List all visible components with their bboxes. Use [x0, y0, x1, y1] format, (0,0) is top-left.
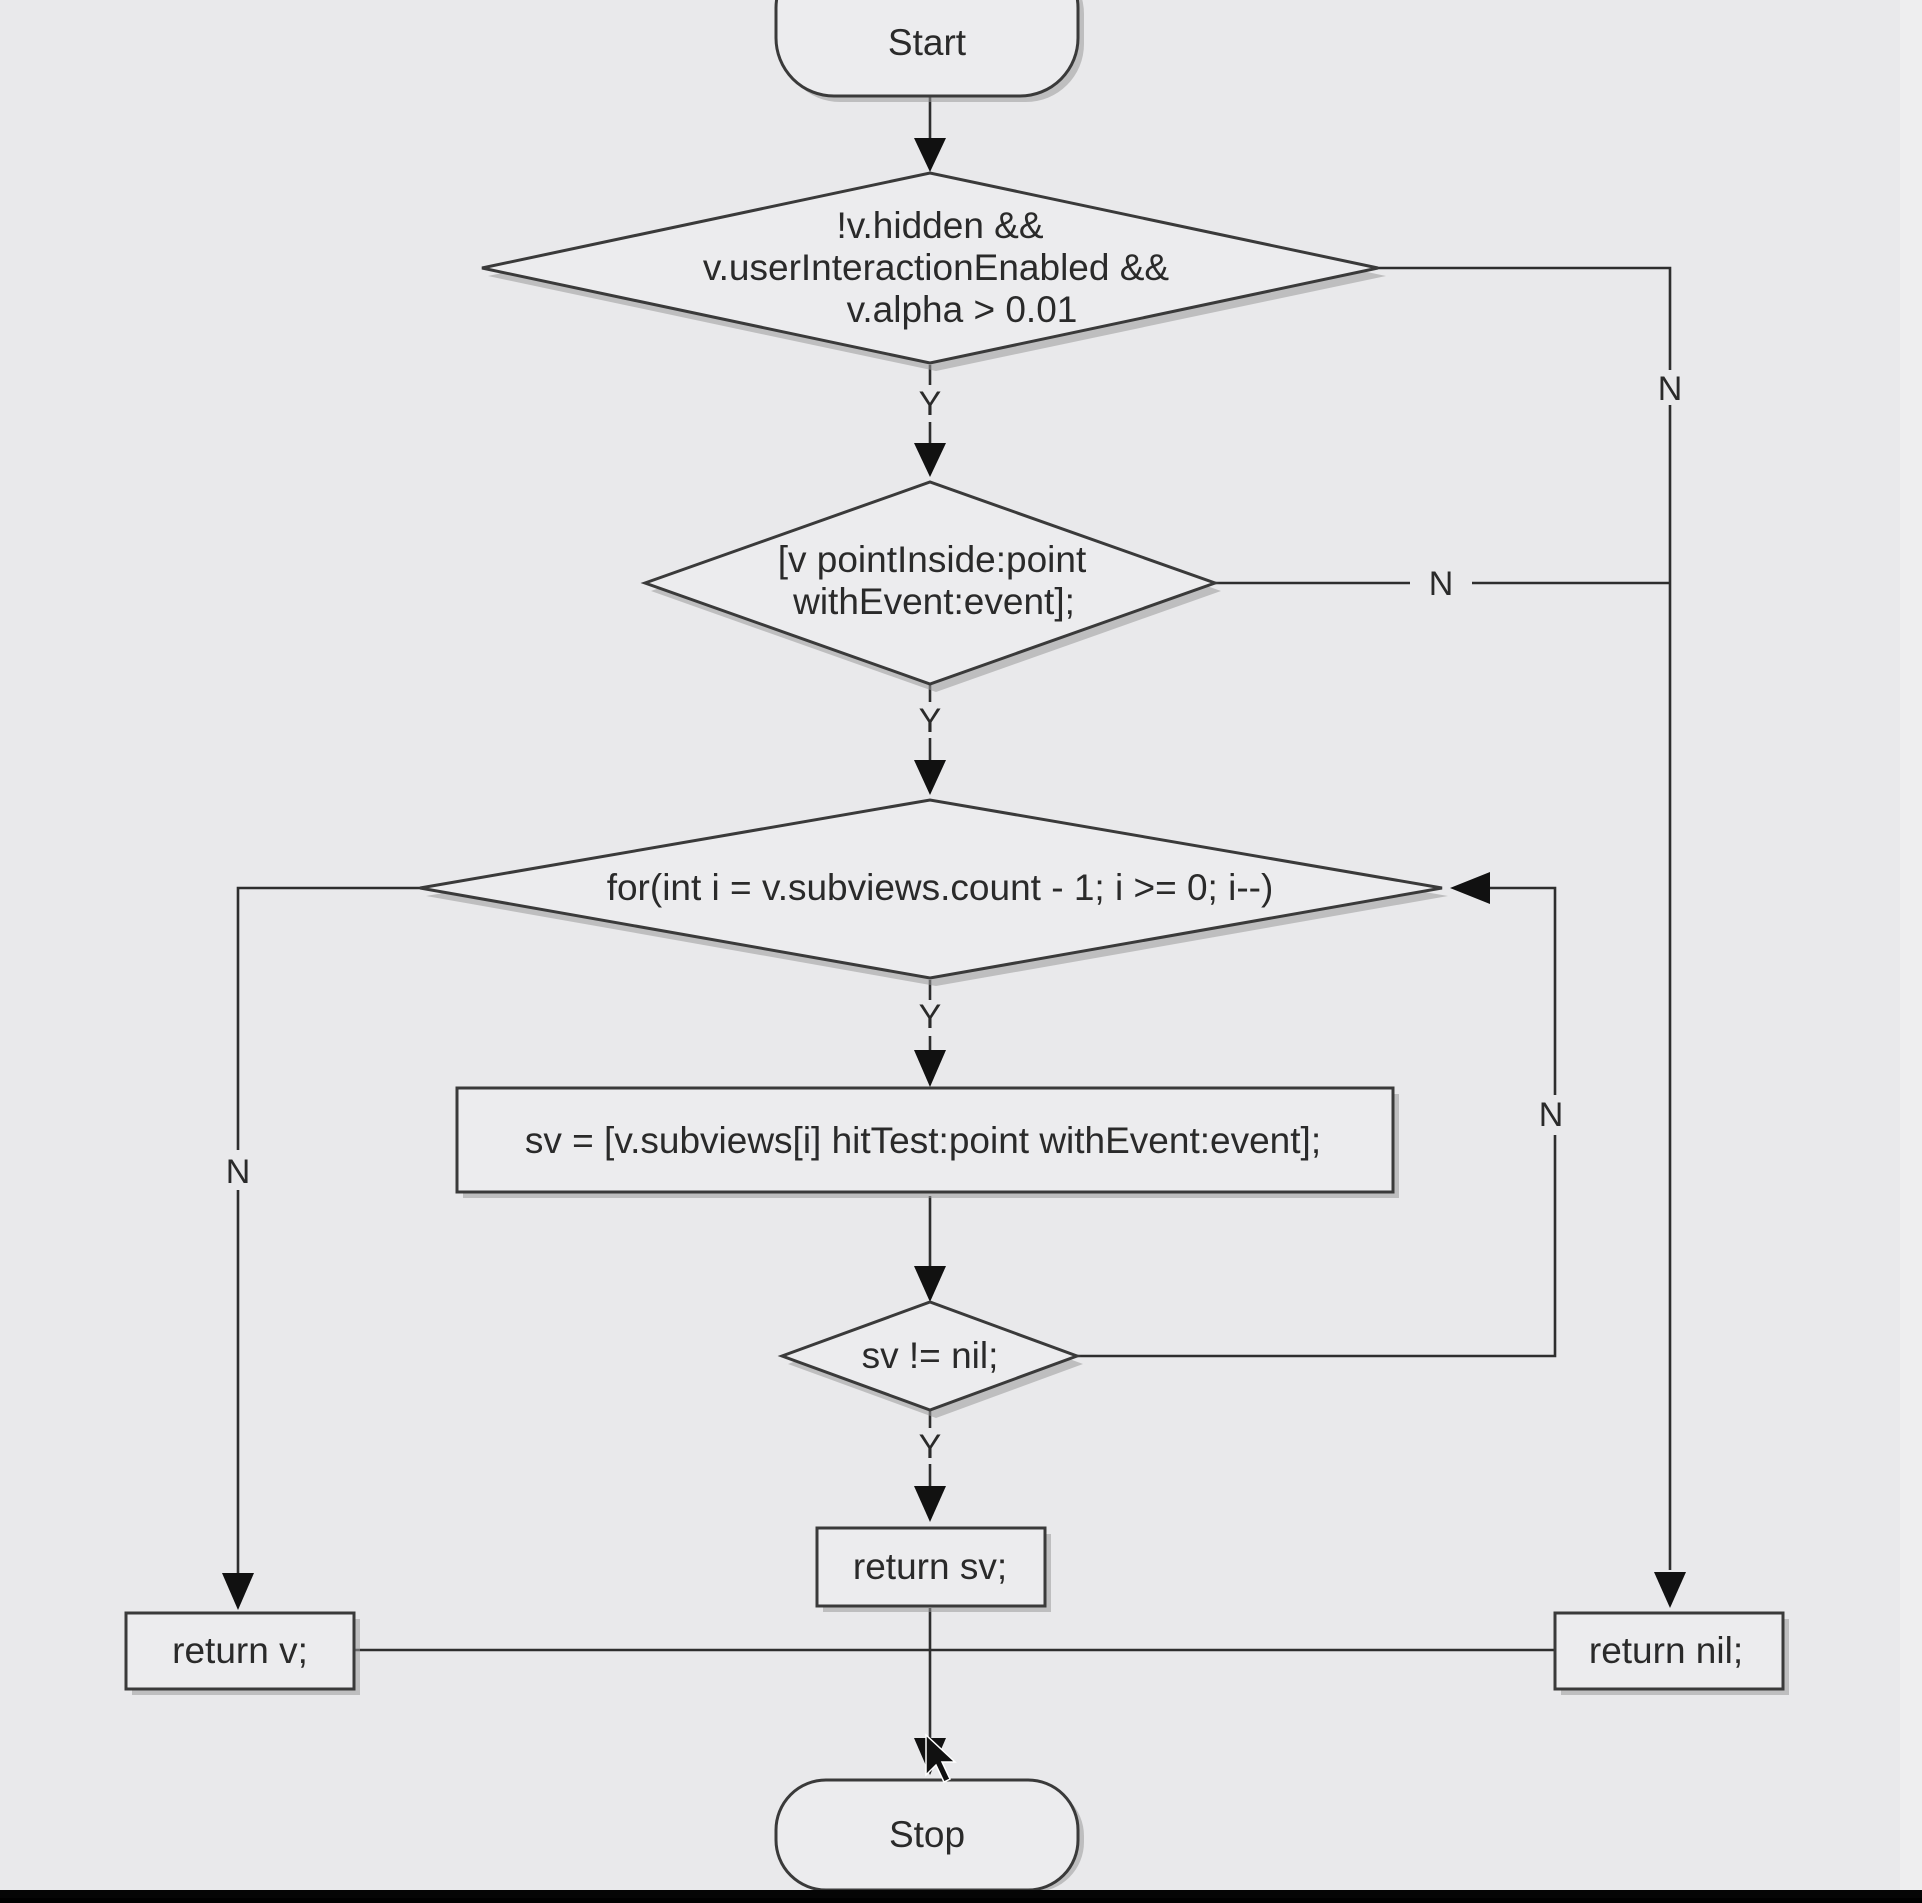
edge-sv-no-bottom	[1077, 1135, 1557, 1358]
hit-test-process	[455, 1086, 1395, 1194]
loop-decision	[419, 798, 1443, 980]
edge-label-inside-no: N	[1429, 565, 1454, 603]
arrow-head	[914, 760, 946, 795]
visible-decision-line-3: v.alpha > 0.01	[847, 289, 1078, 330]
visible-decision-line-1: !v.hidden &&	[836, 205, 1043, 246]
return-v-label: return v;	[172, 1630, 308, 1671]
return-nil-box	[1553, 1611, 1785, 1691]
visible-decision	[481, 171, 1379, 365]
inside-decision	[640, 480, 1220, 686]
edge-visible-no-top	[1378, 266, 1672, 370]
arrow-head	[914, 1266, 946, 1302]
arrow-head	[222, 1573, 254, 1610]
return-sv-box	[815, 1526, 1047, 1608]
sv-decision-label: sv != nil;	[862, 1335, 999, 1376]
arrow-head	[914, 1486, 946, 1522]
edge-label-loop-no: N	[226, 1153, 251, 1191]
inside-decision-line-1: [v pointInside:point	[778, 539, 1087, 580]
edge-label-loop-yes: Y	[919, 998, 942, 1036]
mouse-pointer-icon	[925, 1733, 957, 1784]
hit-test-process-label: sv = [v.subviews[i] hitTest:point withEv…	[525, 1120, 1321, 1161]
return-nil-label: return nil;	[1589, 1630, 1743, 1671]
inside-decision-line-2: withEvent:event];	[792, 581, 1075, 622]
arrow-head	[914, 1050, 946, 1087]
arrow-head	[914, 138, 946, 172]
start-label: Start	[888, 22, 967, 63]
return-v-box	[124, 1611, 356, 1691]
edge-label-inside-yes: Y	[919, 702, 942, 740]
arrow-head	[1654, 1572, 1686, 1608]
bottom-bar	[0, 1890, 1922, 1898]
edge-sv-no-top	[1482, 886, 1557, 1095]
right-margin	[1900, 0, 1922, 1890]
stop-label: Stop	[889, 1814, 965, 1855]
sv-decision	[777, 1300, 1082, 1412]
edge-label-sv-no: N	[1539, 1096, 1564, 1134]
start-terminal	[774, 0, 1080, 98]
arrow-head	[914, 443, 946, 477]
edge-label-visible-yes: Y	[919, 385, 942, 423]
return-sv-label: return sv;	[853, 1546, 1007, 1587]
edge-loop-no-top	[236, 886, 420, 1150]
arrow-head	[1450, 872, 1490, 904]
loop-decision-label: for(int i = v.subviews.count - 1; i >= 0…	[607, 867, 1274, 908]
visible-decision-line-2: v.userInteractionEnabled &&	[703, 247, 1170, 288]
edge-label-visible-no: N	[1658, 370, 1683, 408]
edge-label-sv-yes: Y	[919, 1428, 942, 1466]
